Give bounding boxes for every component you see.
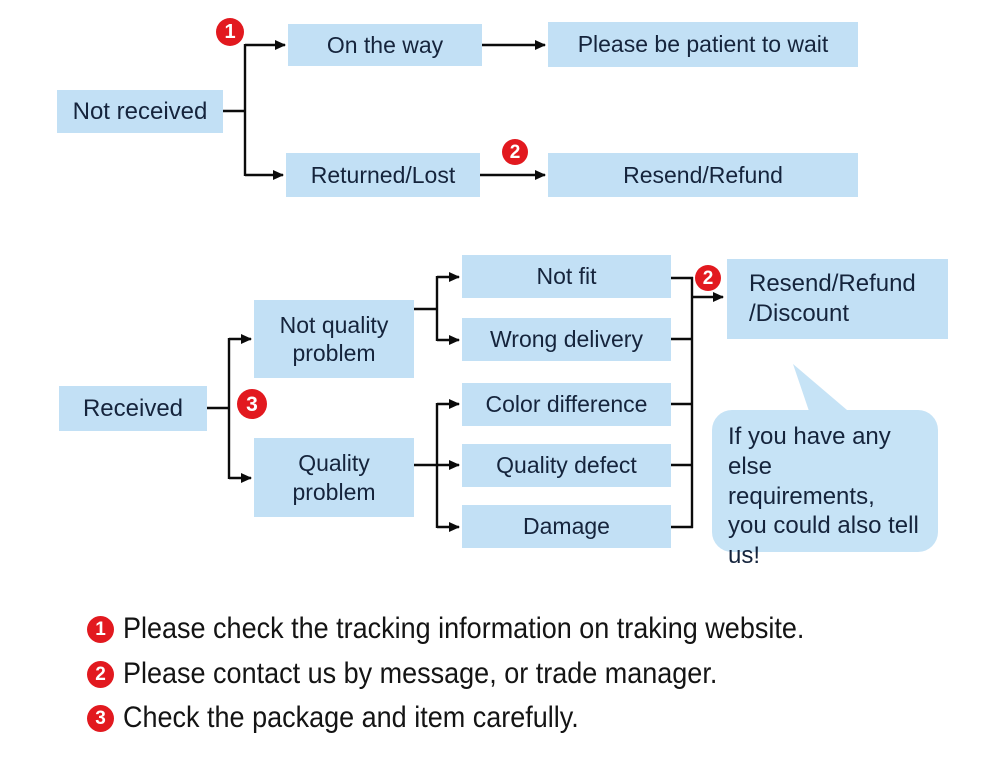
badge-step-1: 1 bbox=[216, 18, 244, 46]
legend-item-3: 3 Check the package and item carefully. bbox=[87, 701, 629, 734]
legend-text-2: Please contact us by message, or trade m… bbox=[123, 657, 718, 690]
legend-text-3: Check the package and item carefully. bbox=[123, 701, 579, 734]
badge-step-3: 3 bbox=[237, 389, 267, 419]
badge-step-2-bottom: 2 bbox=[695, 265, 721, 291]
legend-badge-1: 1 bbox=[87, 615, 114, 643]
node-be-patient: Please be patient to wait bbox=[548, 22, 858, 67]
node-resend-refund: Resend/Refund bbox=[548, 153, 858, 197]
node-quality-defect: Quality defect bbox=[462, 444, 671, 487]
speech-bubble-tail bbox=[793, 364, 847, 414]
node-not-quality-problem: Not quality problem bbox=[254, 300, 414, 378]
node-damage: Damage bbox=[462, 505, 671, 548]
node-returned-lost: Returned/Lost bbox=[286, 153, 480, 197]
legend-text-1: Please check the tracking information on… bbox=[123, 612, 805, 645]
legend-badge-2: 2 bbox=[87, 660, 114, 688]
node-resend-refund-discount: Resend/Refund /Discount bbox=[727, 259, 948, 339]
node-not-fit: Not fit bbox=[462, 255, 671, 298]
speech-bubble: If you have any else requirements, you c… bbox=[712, 410, 938, 569]
legend-badge-3: 3 bbox=[87, 704, 114, 732]
node-received: Received bbox=[59, 386, 207, 431]
node-color-difference: Color difference bbox=[462, 383, 671, 426]
legend-item-1: 1 Please check the tracking information … bbox=[87, 612, 880, 645]
node-not-received: Not received bbox=[57, 90, 223, 133]
node-quality-problem: Quality problem bbox=[254, 438, 414, 517]
badge-step-2-top: 2 bbox=[502, 139, 528, 165]
node-on-the-way: On the way bbox=[288, 24, 482, 66]
node-wrong-delivery: Wrong delivery bbox=[462, 318, 671, 361]
legend-item-2: 2 Please contact us by message, or trade… bbox=[87, 657, 783, 690]
